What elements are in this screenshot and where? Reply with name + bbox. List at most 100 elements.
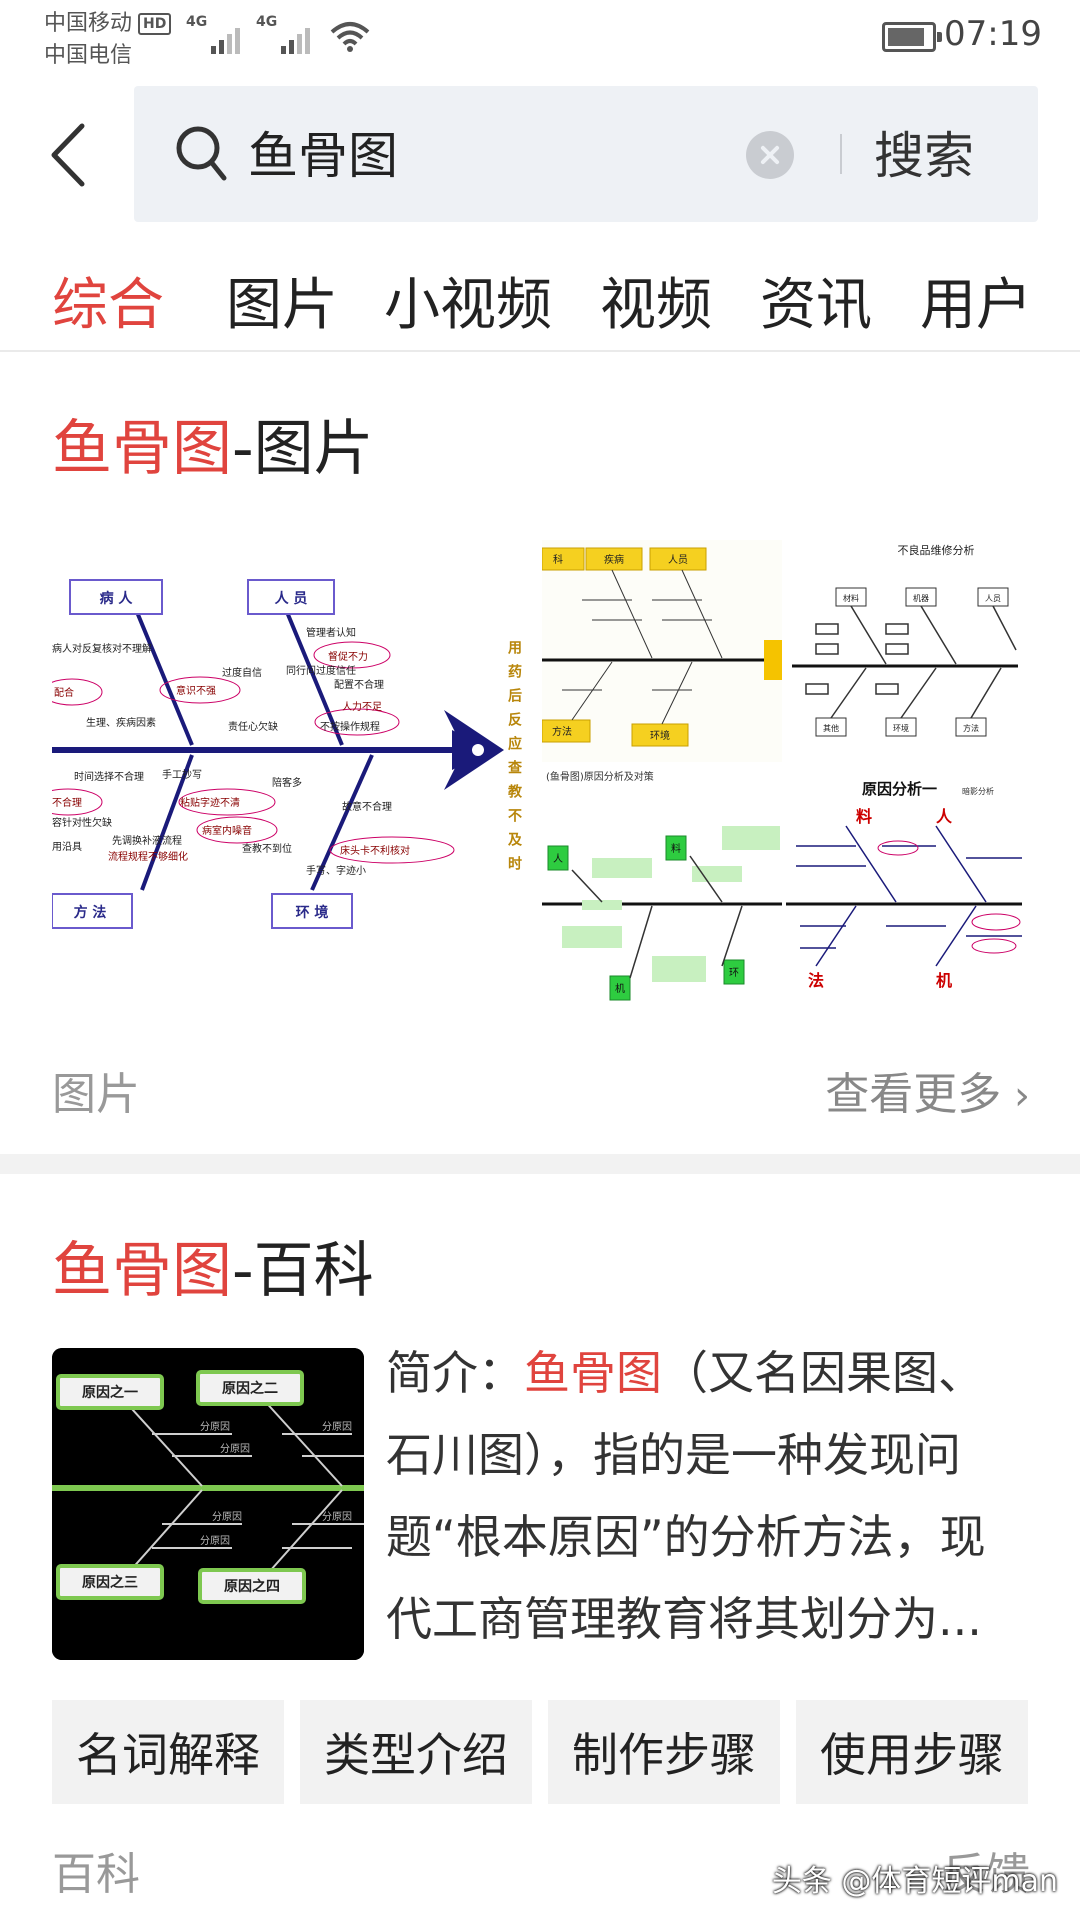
svg-text:分原因: 分原因 bbox=[200, 1421, 230, 1433]
tab-users[interactable]: 用户 bbox=[920, 273, 1032, 338]
svg-text:法: 法 bbox=[808, 971, 824, 990]
search-input[interactable]: 鱼骨图 bbox=[248, 127, 398, 185]
wifi-icon bbox=[330, 22, 370, 52]
svg-text:分原因: 分原因 bbox=[200, 1535, 230, 1547]
baike-thumbnail[interactable]: 原因之一 原因之二 原因之三 原因之四 分原因 分原因 分原因 分原因 分原因 … bbox=[52, 1348, 364, 1660]
baike-summary[interactable]: 简介：鱼骨图（又名因果图、石川图），指的是一种发现问题“根本原因”的分析方法，现… bbox=[386, 1346, 986, 1646]
back-arrow-icon[interactable] bbox=[44, 120, 92, 190]
tab-images[interactable]: 图片 bbox=[226, 273, 338, 338]
fishbone-thumbnail: 原因分析一 暗影分析 料 人 法 机 bbox=[786, 780, 1022, 990]
svg-text:分原因: 分原因 bbox=[322, 1421, 352, 1433]
tab-videos[interactable]: 视频 bbox=[600, 273, 712, 338]
fishbone-side-text: 用药后反应查教不及时 bbox=[506, 640, 522, 880]
fishbone-image-tile-2[interactable]: 不良品维修分析 材料 机器 人员 其他 环境 方法 bbox=[786, 540, 1026, 762]
svg-text:材料: 材料 bbox=[843, 593, 859, 603]
svg-text:原因之一: 原因之一 bbox=[82, 1384, 138, 1401]
svg-text:环境: 环境 bbox=[893, 723, 909, 733]
svg-text:同行间过度信任: 同行间过度信任 bbox=[286, 664, 356, 677]
svg-text:(鱼骨图)原因分析及对策: (鱼骨图)原因分析及对策 bbox=[546, 770, 654, 783]
chip-usage-steps[interactable]: 使用步骤 bbox=[796, 1700, 1028, 1804]
search-divider bbox=[840, 134, 842, 174]
fishbone-image-tile-4[interactable]: 原因分析一 暗影分析 料 人 法 机 bbox=[786, 766, 1026, 1010]
tab-news[interactable]: 资讯 bbox=[760, 273, 872, 338]
svg-text:人: 人 bbox=[553, 853, 563, 865]
view-more-link[interactable]: 查看更多 › bbox=[825, 1069, 1030, 1120]
svg-text:机器: 机器 bbox=[913, 593, 929, 603]
svg-text:不按操作规程: 不按操作规程 bbox=[320, 720, 380, 733]
tab-short-videos[interactable]: 小视频 bbox=[384, 273, 552, 338]
fishbone-thumbnail: 不良品维修分析 材料 机器 人员 其他 环境 方法 bbox=[792, 543, 1018, 737]
svg-text:故意不合理: 故意不合理 bbox=[342, 800, 392, 813]
svg-text:分原因: 分原因 bbox=[212, 1511, 242, 1523]
svg-text:环境: 环境 bbox=[650, 729, 670, 742]
tab-divider bbox=[0, 350, 1080, 352]
svg-text:容针对性欠缺: 容针对性欠缺 bbox=[52, 816, 112, 829]
tab-bar: 综合 图片 小视频 视频 资讯 用户 bbox=[0, 260, 1080, 350]
fishbone-box-label: 病 人 bbox=[100, 590, 134, 607]
chip-making-steps[interactable]: 制作步骤 bbox=[548, 1700, 780, 1804]
fishbone-box-label: 方 法 bbox=[74, 904, 107, 921]
fishbone-image-main[interactable]: 病 人 人 员 方 法 环 境 管理者认知 督促不力 同行间过度信任 过度自信 … bbox=[52, 540, 540, 1010]
search-button[interactable]: 搜索 bbox=[874, 127, 974, 185]
svg-text:手工抄写: 手工抄写 bbox=[162, 768, 202, 781]
baike-section-title[interactable]: 鱼骨图-百科 bbox=[52, 1236, 374, 1306]
fishbone-diagram: 病 人 人 员 方 法 环 境 管理者认知 督促不力 同行间过度信任 过度自信 … bbox=[52, 579, 522, 929]
images-source-label: 图片 bbox=[52, 1069, 140, 1120]
svg-text:暗影分析: 暗影分析 bbox=[962, 786, 994, 796]
fishbone-thumbnail: (鱼骨图)原因分析及对策 人 料 机 环 bbox=[542, 770, 782, 1001]
svg-text:机: 机 bbox=[936, 971, 952, 990]
svg-text:料: 料 bbox=[671, 842, 681, 855]
fishbone-image-tile-1[interactable]: 科 疾病 人员 方法 环境 bbox=[542, 540, 782, 762]
hd-badge: HD bbox=[138, 13, 172, 35]
svg-text:病人对反复核对不理解: 病人对反复核对不理解 bbox=[52, 642, 152, 655]
tab-all[interactable]: 综合 bbox=[52, 273, 164, 338]
svg-text:人: 人 bbox=[936, 807, 953, 826]
feedback-link[interactable]: 反馈 bbox=[942, 1849, 1030, 1900]
svg-text:原因之三: 原因之三 bbox=[82, 1574, 138, 1591]
svg-text:人员: 人员 bbox=[985, 594, 1001, 603]
svg-text:配合: 配合 bbox=[54, 686, 74, 699]
svg-text:管理者认知: 管理者认知 bbox=[306, 626, 356, 639]
svg-text:原因之四: 原因之四 bbox=[224, 1578, 280, 1595]
search-bar[interactable]: 鱼骨图 搜索 bbox=[134, 86, 1038, 222]
chip-definition[interactable]: 名词解释 bbox=[52, 1700, 284, 1804]
svg-text:方法: 方法 bbox=[552, 725, 572, 738]
baike-chips: 名词解释 类型介绍 制作步骤 使用步骤 bbox=[52, 1700, 1028, 1804]
fishbone-box-label: 环 境 bbox=[296, 904, 329, 921]
svg-text:意识不强: 意识不强 bbox=[176, 684, 216, 697]
svg-text:不良品维修分析: 不良品维修分析 bbox=[898, 543, 975, 557]
svg-text:疾病: 疾病 bbox=[604, 553, 624, 566]
svg-text:科: 科 bbox=[553, 553, 563, 566]
svg-text:不合理: 不合理 bbox=[52, 796, 82, 809]
svg-text:床头卡不利核对: 床头卡不利核对 bbox=[340, 844, 410, 857]
section-separator bbox=[0, 1154, 1080, 1174]
fishbone-image-tile-3[interactable]: (鱼骨图)原因分析及对策 人 料 机 环 bbox=[542, 766, 782, 1010]
svg-text:分原因: 分原因 bbox=[322, 1511, 352, 1523]
svg-text:配置不合理: 配置不合理 bbox=[334, 678, 384, 691]
svg-text:粘贴字迹不清: 粘贴字迹不清 bbox=[180, 796, 240, 809]
images-section-title[interactable]: 鱼骨图-图片 bbox=[52, 414, 374, 484]
svg-text:方法: 方法 bbox=[963, 723, 979, 733]
svg-text:原因之二: 原因之二 bbox=[222, 1380, 278, 1397]
svg-text:手写、字迹小: 手写、字迹小 bbox=[306, 864, 366, 877]
signal-indicators: 4G 4G bbox=[186, 14, 372, 54]
svg-text:环: 环 bbox=[729, 968, 739, 979]
watermark: 头条 @体育短评man bbox=[771, 1864, 1058, 1899]
svg-text:分原因: 分原因 bbox=[220, 1443, 250, 1455]
svg-text:用沿具: 用沿具 bbox=[52, 841, 82, 853]
svg-text:流程规程不够细化: 流程规程不够细化 bbox=[108, 850, 188, 863]
chip-types[interactable]: 类型介绍 bbox=[300, 1700, 532, 1804]
svg-text:陪客多: 陪客多 bbox=[272, 776, 302, 789]
svg-text:机: 机 bbox=[615, 982, 625, 995]
fishbone-box-label: 人 员 bbox=[275, 590, 308, 607]
carrier-1: 中国移动 bbox=[44, 11, 133, 36]
chevron-right-icon: › bbox=[1001, 1073, 1030, 1119]
network-type-2: 4G bbox=[256, 14, 278, 30]
svg-text:过度自信: 过度自信 bbox=[222, 666, 262, 679]
clear-icon[interactable] bbox=[746, 131, 794, 179]
svg-text:原因分析一: 原因分析一 bbox=[862, 780, 937, 798]
svg-text:人力不足: 人力不足 bbox=[342, 700, 382, 713]
svg-text:查教不到位: 查教不到位 bbox=[242, 842, 292, 855]
